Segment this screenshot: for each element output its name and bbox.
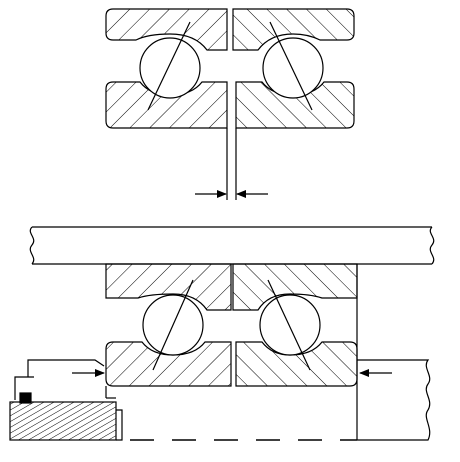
bottom-bearing-pair xyxy=(105,263,358,440)
right-fixture xyxy=(357,359,431,441)
top-right-ball xyxy=(262,37,324,99)
right-support xyxy=(357,359,431,441)
left-load-path-lower xyxy=(14,376,34,400)
gap-dimension xyxy=(195,128,268,200)
left-fixture xyxy=(9,359,123,441)
top-bearing-pair xyxy=(105,8,355,129)
housing-break-left xyxy=(29,226,35,265)
bottom-left-contact-line xyxy=(152,279,194,371)
bottom-right-outer-ring xyxy=(232,263,358,311)
top-right-contact-line xyxy=(269,21,313,111)
housing-break-right xyxy=(429,226,435,265)
threaded-shaft xyxy=(9,401,117,441)
locking-marker xyxy=(19,392,32,404)
bottom-right-contact-line xyxy=(267,279,311,371)
top-right-outer-ring xyxy=(232,8,355,51)
bottom-left-inner-ring xyxy=(105,341,232,387)
top-left-outer-ring xyxy=(105,8,228,51)
housing xyxy=(29,226,435,265)
bottom-left-outer-ring xyxy=(105,263,232,311)
top-left-ball xyxy=(139,37,201,99)
shaft-step xyxy=(116,409,123,441)
top-left-contact-line xyxy=(147,21,191,111)
bottom-right-ball xyxy=(259,294,321,356)
left-load-path xyxy=(27,359,105,377)
